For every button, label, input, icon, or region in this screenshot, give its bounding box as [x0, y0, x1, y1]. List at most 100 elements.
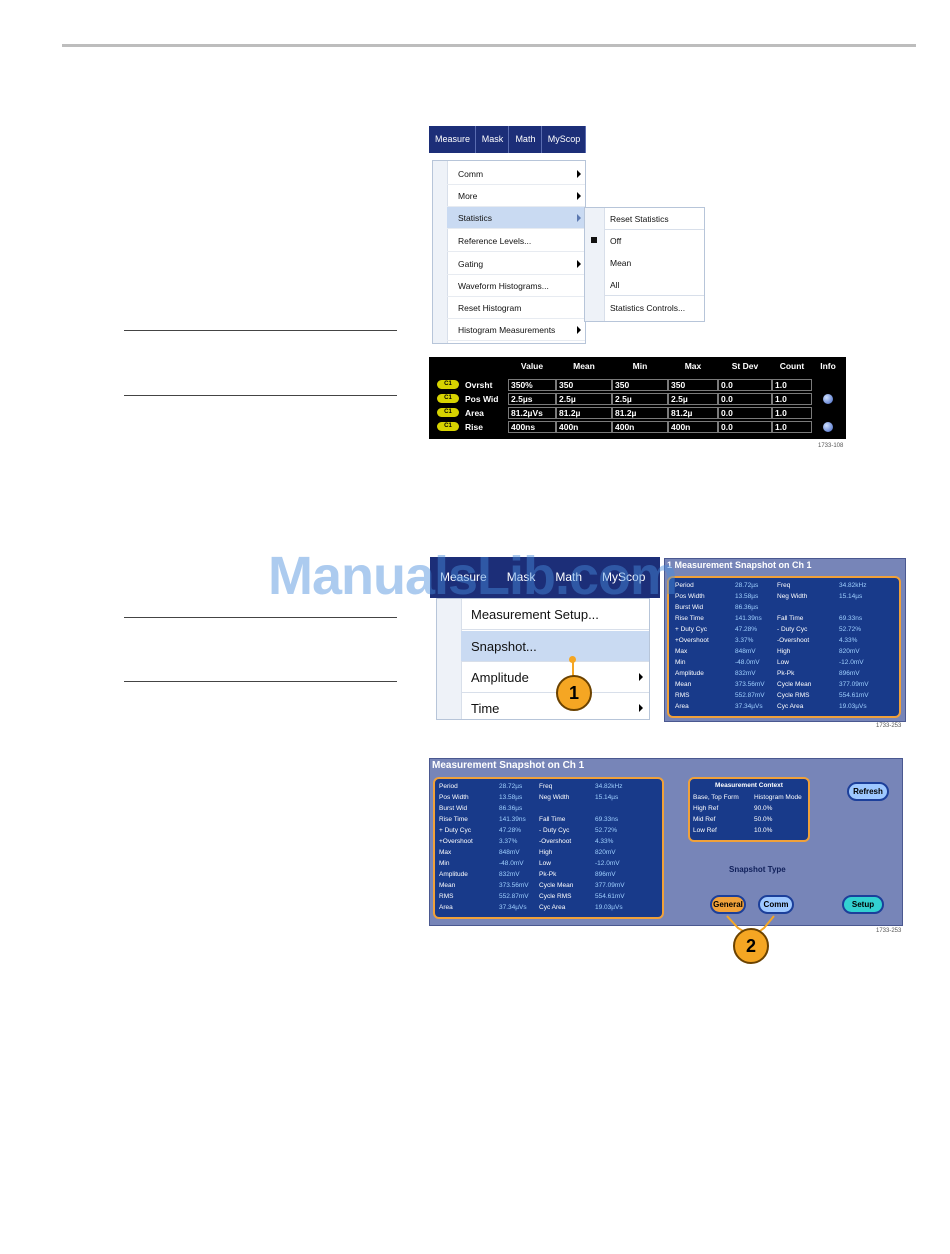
measurement-value: 552.87mV: [499, 893, 529, 900]
table-cell: 0.0: [718, 421, 772, 433]
menu-item-label: Reference Levels...: [458, 236, 532, 246]
measurement-label: Period: [439, 783, 458, 790]
comm-button[interactable]: Comm: [758, 895, 794, 914]
context-value: 10.0%: [754, 827, 773, 834]
general-button[interactable]: General: [710, 895, 746, 914]
measurement-value: 15.14µs: [595, 794, 619, 801]
menu-mask[interactable]: Mask: [506, 570, 536, 584]
measurement-value: 848mV: [499, 849, 520, 856]
chevron-right-icon: [577, 192, 581, 200]
menu-item-label: Time: [471, 701, 500, 716]
menu-item-measurement-setup[interactable]: Measurement Setup...: [461, 599, 649, 630]
table-cell: 2.5µ: [668, 393, 718, 405]
menu-item-all[interactable]: All: [604, 274, 704, 296]
measurement-value: -12.0mV: [595, 860, 620, 867]
measurement-value: -48.0mV: [735, 659, 760, 666]
table-cell: 1.0: [772, 421, 812, 433]
context-label: High Ref: [693, 805, 719, 812]
measurement-label: Burst Wid: [675, 604, 704, 611]
menu-item-waveform-histograms[interactable]: Waveform Histograms...: [447, 275, 585, 297]
figure-id: 1733-253: [876, 723, 902, 729]
table-cell: 0.0: [718, 379, 772, 391]
column-header: Value: [520, 361, 544, 371]
measurement-value: 896mV: [595, 871, 616, 878]
measurement-value: 28.72µs: [499, 783, 523, 790]
measurement-label: Area: [675, 703, 689, 710]
table-cell: 0.0: [718, 393, 772, 405]
measurement-value: 13.58µs: [499, 794, 523, 801]
measurement-label: Freq: [777, 582, 791, 589]
menu-myscope[interactable]: MyScop: [602, 570, 646, 584]
menu-item-label: Amplitude: [471, 670, 529, 685]
measurement-label: High: [539, 849, 553, 856]
measurement-value: 86.36µs: [735, 604, 759, 611]
menu-item-mean[interactable]: Mean: [610, 258, 632, 268]
menu-item-reference-levels[interactable]: Reference Levels...: [447, 230, 585, 252]
context-value: 90.0%: [754, 805, 773, 812]
table-cell: 1.0: [772, 379, 812, 391]
measurement-label: RMS: [439, 893, 454, 900]
menu-measure[interactable]: Measure: [429, 126, 476, 153]
column-header: Max: [684, 361, 702, 371]
context-label: Mid Ref: [693, 816, 716, 823]
measurement-label: Max: [439, 849, 452, 856]
menu-item-statistics[interactable]: Statistics: [447, 207, 585, 229]
info-icon[interactable]: [823, 422, 833, 432]
measurement-value: 832mV: [735, 670, 756, 677]
header-rule: [62, 44, 916, 47]
measurement-value: 13.58µs: [735, 593, 759, 600]
measurement-label: Pos Width: [439, 794, 469, 801]
menu-item-reset-histogram[interactable]: Reset Histogram: [447, 297, 585, 319]
menu-math[interactable]: Math: [555, 570, 583, 584]
menu-item-comm[interactable]: Comm: [447, 163, 585, 185]
menu-item-reset-statistics[interactable]: Reset Statistics: [604, 208, 704, 230]
menu-item-snapshot[interactable]: Snapshot...: [461, 631, 649, 662]
table-cell: 0.0: [718, 407, 772, 419]
table-cell: 400n: [612, 421, 668, 433]
measurement-value: 47.28%: [499, 827, 522, 834]
menu-item-amplitude[interactable]: Amplitude: [461, 662, 649, 693]
measurement-value: -12.0mV: [839, 659, 864, 666]
menu-item-label: Reset Histogram: [458, 303, 522, 313]
info-icon[interactable]: [823, 394, 833, 404]
measurement-label: - Duty Cyc: [539, 827, 570, 834]
measurement-name: Pos Wid: [465, 394, 499, 404]
measurement-label: Min: [439, 860, 450, 867]
menu-math[interactable]: Math: [509, 126, 542, 153]
channel-badge: C1: [437, 394, 459, 403]
measurement-label: Fall Time: [777, 615, 804, 622]
context-label: Base, Top Form: [693, 794, 739, 801]
measurement-value: 377.09mV: [839, 681, 869, 688]
measurement-label: Fall Time: [539, 816, 566, 823]
menu-item-time[interactable]: Time: [461, 693, 649, 719]
table-cell: 1.0: [772, 407, 812, 419]
callout-1: 1: [556, 675, 592, 711]
menu-item-off[interactable]: Off: [610, 236, 622, 246]
callout-2: 2: [733, 928, 769, 964]
menu-item-histogram-measurements[interactable]: Histogram Measurements: [447, 319, 585, 341]
menu-mask[interactable]: Mask: [476, 126, 510, 153]
measurement-label: Low: [539, 860, 551, 867]
menu-measure[interactable]: Measure: [440, 570, 487, 584]
measurement-label: High: [777, 648, 791, 655]
channel-badge: C1: [437, 380, 459, 389]
table-cell: 350%: [508, 379, 556, 391]
menu-item-gating[interactable]: Gating: [447, 253, 585, 275]
menu-item-more[interactable]: More: [447, 185, 585, 207]
menu-item-statistics-controls[interactable]: Statistics Controls...: [610, 303, 686, 313]
selected-check-icon: [591, 237, 597, 243]
measurement-label: Freq: [539, 783, 553, 790]
measurement-value: 37.34µVs: [735, 703, 763, 710]
setup-button[interactable]: Setup: [842, 895, 884, 914]
menu-icon-strip: [433, 161, 448, 343]
step-rule: [124, 617, 397, 618]
measurement-value: 820mV: [839, 648, 860, 655]
measurement-value: 19.03µVs: [595, 904, 623, 911]
measurement-value: 52.72%: [839, 626, 862, 633]
measurement-label: Low: [777, 659, 789, 666]
menu-myscope[interactable]: MyScop: [542, 126, 586, 153]
channel-badge: C1: [437, 408, 459, 417]
refresh-button[interactable]: Refresh: [847, 782, 889, 801]
measurement-value: 141.39ns: [499, 816, 526, 823]
